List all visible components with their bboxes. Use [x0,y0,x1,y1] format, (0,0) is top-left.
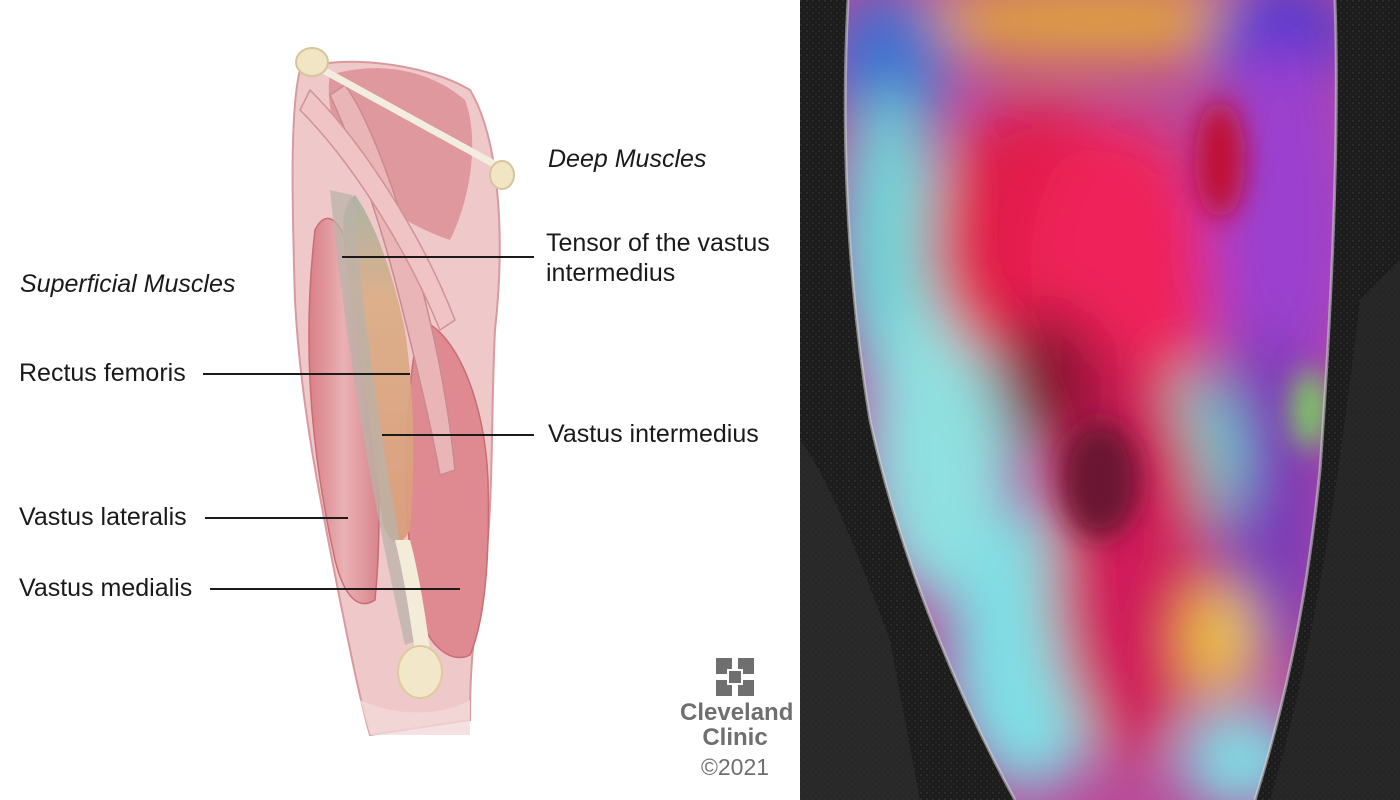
thigh-muscles-illustration [291,47,515,737]
mri-leg-edge [843,0,1017,800]
label-vastus-lateralis: Vastus lateralis [19,503,187,531]
inguinal-ligament [301,56,509,174]
label-superficial-muscles: Superficial Muscles [20,270,236,298]
label-vastus-intermedius: Vastus intermedius [548,420,759,448]
label-deep-muscles: Deep Muscles [548,145,707,173]
cleveland-clinic-logo: Cleveland Clinic ©2021 [680,658,794,782]
anatomy-illustration-panel: Deep Muscles Superficial Muscles Tensor … [19,47,794,782]
cleveland-clinic-cross-icon [716,658,754,696]
tendon-band [330,190,420,645]
quadriceps-tendon [395,540,430,650]
deep-muscle-mass [328,68,473,240]
knee-tissue [360,700,470,735]
mri-leg-edge-right [1253,0,1338,800]
bone-knob-left [295,47,329,77]
leader-tensor [342,256,534,258]
sartorius-shape [299,88,456,332]
mri-tissue-right [1270,260,1400,800]
label-tensor-line1: Tensor of the vastus [546,229,770,257]
leader-vastus-medialis [210,588,460,590]
mri-diffusion-color-map [800,0,1400,800]
mri-color-map-panel [800,0,1400,800]
patella [397,645,443,699]
leader-vastus-lateralis [205,517,348,519]
logo-name-line1: Cleveland [680,699,794,726]
mri-tissue-left [800,440,920,800]
copyright-text: ©2021 [700,754,770,780]
bone-knob-right [489,160,515,190]
label-vastus-medialis: Vastus medialis [19,574,193,602]
label-rectus-femoris: Rectus femoris [19,359,186,387]
leader-vastus-intermedius [382,434,534,436]
logo-name-line2: Clinic [702,724,768,751]
label-tensor-line2: intermedius [546,259,676,287]
leader-rectus-femoris [203,373,410,375]
